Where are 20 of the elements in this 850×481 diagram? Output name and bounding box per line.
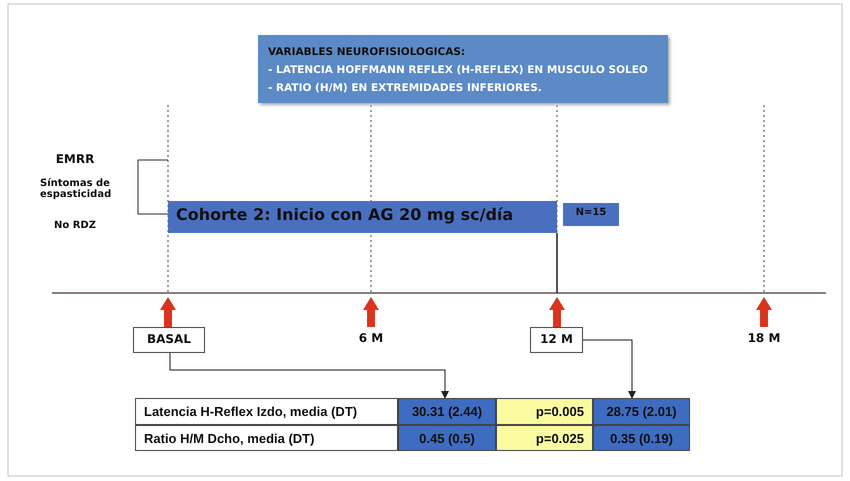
table-cell: Ratio H/M Dcho, media (DT) (135, 425, 398, 451)
condition-label: EMRR (54, 152, 96, 166)
table-cell: p=0.025 (496, 425, 593, 451)
table-cell: 0.45 (0.5) (398, 425, 496, 451)
connector-arrow (170, 352, 449, 399)
table-cell: p=0.005 (496, 398, 593, 425)
table-cell: Latencia H-Reflex Izdo, media (DT) (135, 398, 398, 425)
condition-label: No RDZ (53, 220, 97, 231)
timepoint-label: 6 M (358, 331, 384, 345)
condition-label: Síntomas de espasticidad (40, 178, 110, 200)
sample-size-box: N=15 (563, 203, 619, 226)
table-cell: 0.35 (0.19) (593, 425, 690, 451)
timepoint-box: BASAL (133, 327, 205, 353)
table-cell: 28.75 (2.01) (593, 398, 690, 425)
cohort-bar: Cohorte 2: Inicio con AG 20 mg sc/día (168, 201, 557, 233)
connector-arrow (582, 340, 636, 399)
timepoint-box: 12 M (530, 327, 583, 353)
info-box: VARIABLES NEUROFISIOLOGICAS: - LATENCIA HOFFMANN REFLEX (H-REFLEX) EN MUSCULO SOLEO - RATIO (H/M) EN EXTREMIDADES INFERIORES. (258, 35, 668, 103)
table-cell: 30.31 (2.44) (398, 398, 496, 425)
timepoint-label: 18 M (746, 331, 782, 345)
